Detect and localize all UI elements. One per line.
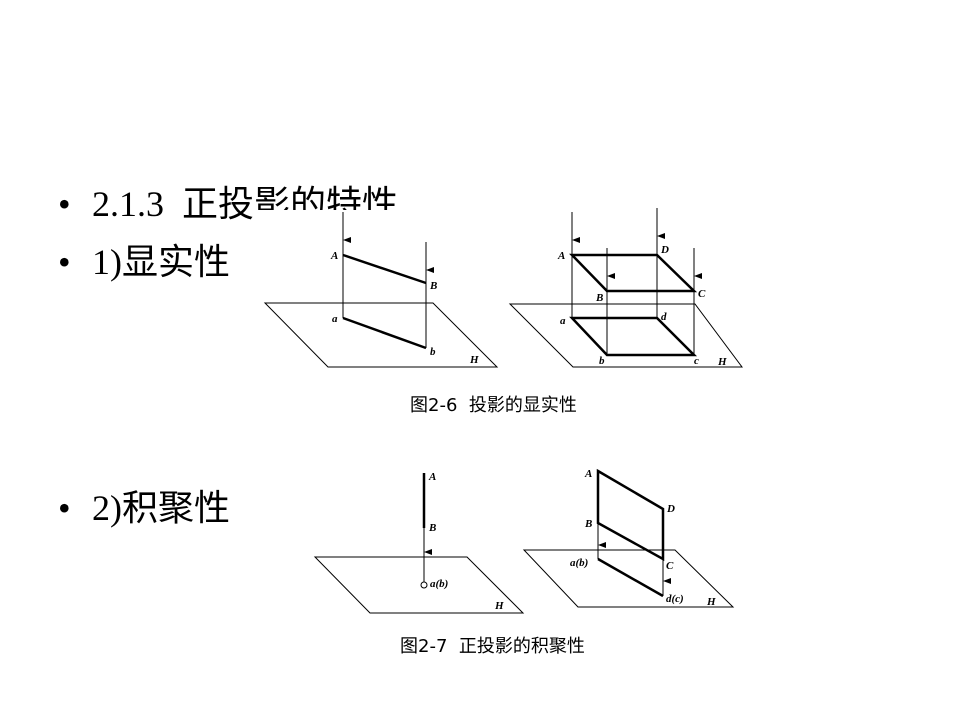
label-A: A bbox=[428, 471, 436, 483]
label-A: A bbox=[557, 250, 565, 262]
figure-2-7-right bbox=[522, 468, 735, 608]
label-B: B bbox=[584, 518, 592, 530]
label-B: B bbox=[595, 292, 603, 304]
figure-2-7-left bbox=[313, 473, 525, 614]
label-D: D bbox=[660, 244, 669, 256]
label-dc: d(c) bbox=[666, 593, 684, 605]
label-B: B bbox=[429, 280, 437, 292]
label-b: b bbox=[430, 346, 436, 358]
label-ab: a(b) bbox=[570, 557, 588, 569]
label-ab: a(b) bbox=[430, 578, 448, 590]
caption-figure-2-6: 图2-6 投影的显实性 bbox=[410, 395, 577, 416]
label-d: d bbox=[661, 311, 667, 323]
label-B: B bbox=[428, 522, 436, 534]
label-H: H bbox=[717, 356, 727, 368]
label-D: D bbox=[666, 503, 675, 515]
bullet-property-1: •1)显实性 bbox=[58, 242, 230, 282]
label-H: H bbox=[494, 600, 504, 612]
caption-figure-2-7: 图2-7 正投影的积聚性 bbox=[400, 636, 585, 657]
label-c: c bbox=[694, 355, 699, 367]
label-a: a bbox=[560, 315, 566, 327]
label-A: A bbox=[584, 468, 592, 480]
bullet-property-2: •2)积聚性 bbox=[58, 488, 230, 528]
label-H: H bbox=[469, 354, 479, 366]
label-C: C bbox=[666, 560, 674, 572]
label-A: A bbox=[330, 250, 338, 262]
label-a: a bbox=[332, 313, 338, 325]
figure-2-6-left bbox=[263, 212, 499, 368]
label-C: C bbox=[698, 288, 706, 300]
figure-2-6-right bbox=[508, 208, 743, 368]
label-H: H bbox=[706, 596, 716, 608]
label-b: b bbox=[599, 355, 605, 367]
